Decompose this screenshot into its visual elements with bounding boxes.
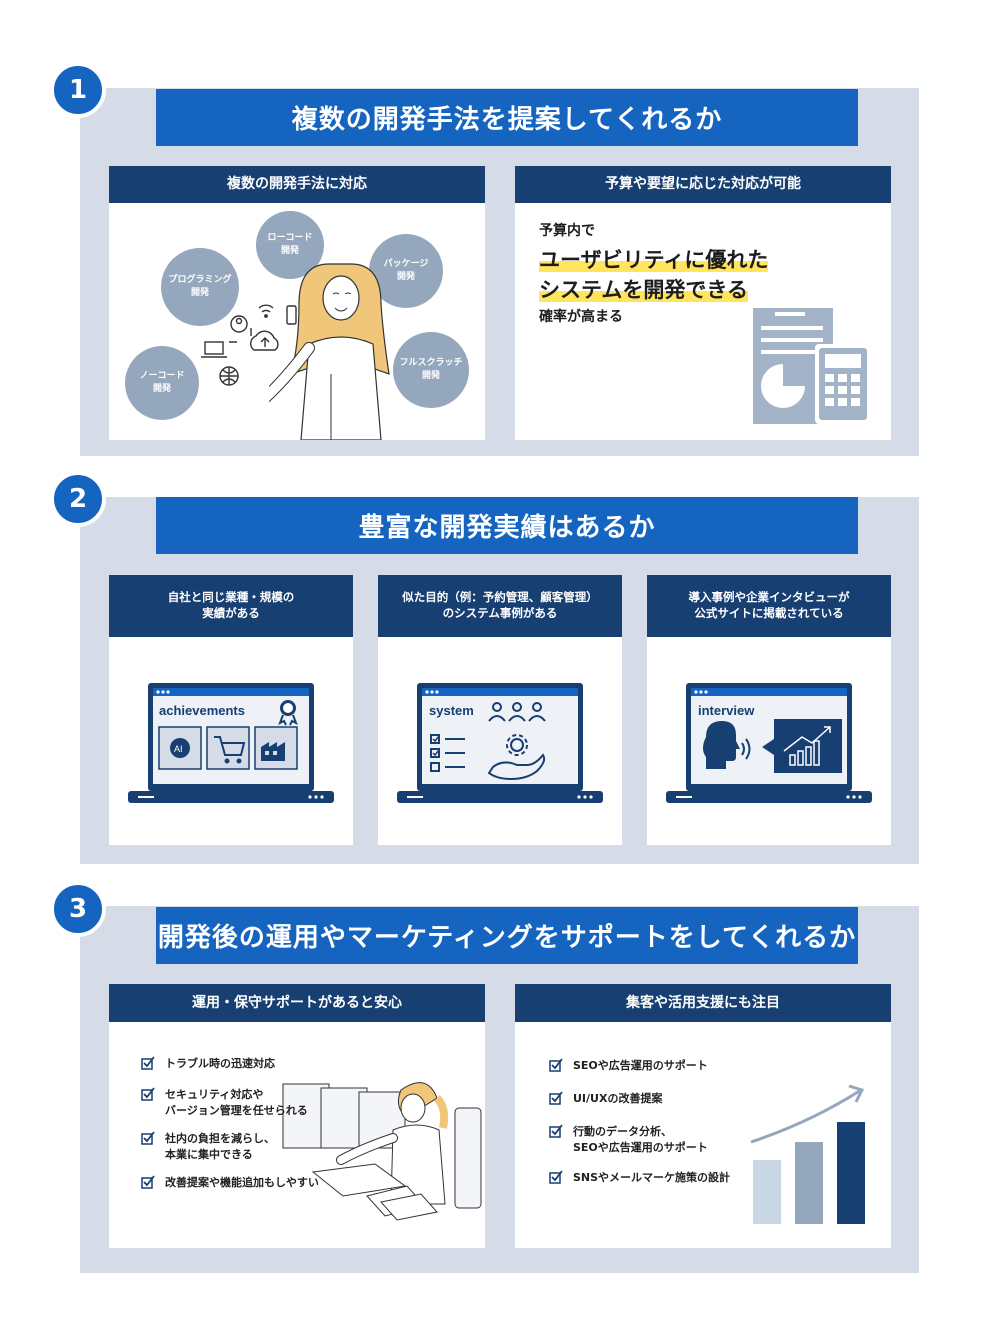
list-item: SNSやメールマーケ施策の設計: [549, 1170, 730, 1189]
card-case-studies: 導入事例や企業インタビューが公式サイトに掲載されている interview: [647, 575, 891, 845]
screen-label: achievements: [159, 703, 245, 718]
budget-line-1: 予算内で: [539, 223, 595, 239]
maintenance-checklist: トラブル時の迅速対応 セキュリティ対応やバージョン管理を任せられる 社内の負担を…: [141, 1056, 319, 1194]
card-heading: 予算や要望に応じた対応が可能: [515, 166, 891, 203]
list-item: 行動のデータ分析、SEOや広告運用のサポート: [549, 1124, 730, 1156]
growth-chart-icon: [750, 1084, 865, 1224]
card-heading: 導入事例や企業インタビューが公式サイトに掲載されている: [647, 575, 891, 637]
section-1-title: 複数の開発手法を提案してくれるか: [156, 89, 858, 146]
list-item: SEOや広告運用のサポート: [549, 1058, 730, 1077]
list-item: トラブル時の迅速対応: [141, 1056, 319, 1075]
woman-presenting-illustration: [269, 263, 390, 440]
card-similar-purpose: 似た目的（例：予約管理、顧客管理）のシステム事例がある system: [378, 575, 622, 845]
checkbox-icon: [141, 1175, 157, 1194]
bubble-package: パッケージ開発: [369, 234, 443, 308]
checkbox-icon: [141, 1087, 157, 1106]
list-item: 改善提案や機能追加もしやすい: [141, 1175, 319, 1194]
list-item: セキュリティ対応やバージョン管理を任せられる: [141, 1087, 319, 1119]
laptop-interview-icon: interview: [666, 683, 872, 803]
card-heading: 複数の開発手法に対応: [109, 166, 485, 203]
section-3-title: 開発後の運用やマーケティングをサポートをしてくれるか: [156, 907, 858, 964]
list-item: UI/UXの改善提案: [549, 1091, 730, 1110]
section-2-number: 2: [50, 471, 106, 527]
bubble-programming: プログラミング開発: [161, 248, 239, 326]
card-heading: 運用・保守サポートがあると安心: [109, 984, 485, 1022]
checkbox-icon: [141, 1056, 157, 1075]
laptop-achievements-icon: achievements AI: [128, 683, 334, 803]
card-multiple-methods: 複数の開発手法に対応 ローコード開発 パッケージ開発 プログラミング開発 ノーコ…: [109, 166, 485, 440]
bubble-fullscratch: フルスクラッチ開発: [393, 332, 469, 408]
card-heading: 似た目的（例：予約管理、顧客管理）のシステム事例がある: [378, 575, 622, 637]
section-2-title: 豊富な開発実績はあるか: [156, 497, 858, 554]
checkbox-icon: [549, 1091, 565, 1110]
laptop-system-icon: system: [397, 683, 603, 803]
card-heading: 自社と同じ業種・規模の実績がある: [109, 575, 353, 637]
card-same-industry: 自社と同じ業種・規模の実績がある achievements AI: [109, 575, 353, 845]
screen-label: interview: [698, 703, 755, 718]
card-budget: 予算や要望に応じた対応が可能 予算内で ユーザビリティに優れた システムを開発で…: [515, 166, 891, 440]
bubble-nocode: ノーコード開発: [125, 346, 199, 420]
checkbox-icon: [549, 1170, 565, 1189]
section-3-number: 3: [50, 881, 106, 937]
marketing-checklist: SEOや広告運用のサポート UI/UXの改善提案 行動のデータ分析、SEOや広告…: [549, 1058, 730, 1189]
document-calculator-icon: [753, 308, 871, 424]
card-marketing: 集客や活用支援にも注目 SEOや広告運用のサポート UI/UXの改善提案 行動の…: [515, 984, 891, 1248]
checkbox-icon: [549, 1058, 565, 1077]
budget-line-3: システムを開発できる: [539, 278, 748, 302]
budget-line-4: 確率が高まる: [539, 309, 623, 325]
card-heading: 集客や活用支援にも注目: [515, 984, 891, 1022]
screen-label: system: [429, 703, 474, 718]
woman-at-desk-illustration: [282, 1082, 482, 1221]
card-maintenance: 運用・保守サポートがあると安心 トラブル時の迅速対応 セキュリティ対応やバージョ…: [109, 984, 485, 1248]
section-1-number: 1: [50, 62, 106, 118]
list-item: 社内の負担を減らし、本業に集中できる: [141, 1131, 319, 1163]
checkbox-icon: [549, 1124, 565, 1143]
checkbox-icon: [141, 1131, 157, 1150]
tech-icons-illustration: [201, 304, 297, 386]
svg-text:AI: AI: [174, 744, 183, 754]
budget-line-2: ユーザビリティに優れた: [539, 248, 769, 272]
